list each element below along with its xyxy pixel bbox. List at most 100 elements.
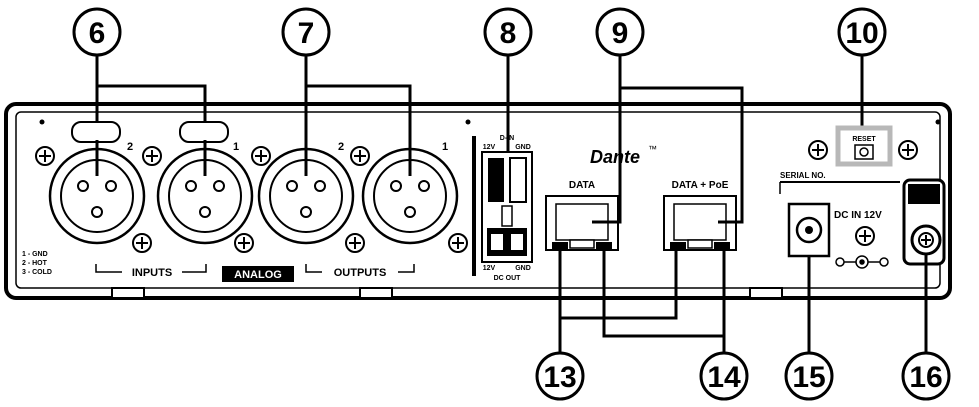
rj45-clip [687,239,713,249]
dc-in-label: DC IN 12V [834,210,882,221]
xlr-pin [286,180,298,192]
xlr-pin [77,180,89,192]
screw-icon [448,233,468,253]
analog-label: ANALOG [234,269,282,281]
xlr-pin [105,180,117,192]
data-label: DATA [569,180,595,191]
reset-area: RESET [835,125,893,167]
switch-label-top-left: 12V [483,144,496,151]
foot-left [111,287,145,299]
foot-middle [359,287,393,299]
data-port: DATA [545,180,619,251]
rj45-jack [673,203,727,241]
switch-label-bottom-left: 12V [483,265,496,272]
callout-6: 6 [72,7,122,57]
callout-10: 10 [837,7,887,57]
led-indicator [714,242,730,249]
panel-rivet [465,119,471,125]
chassis-outer [4,102,952,300]
output-1-number: 1 [442,141,448,153]
xlr-pin [199,206,211,218]
xlr-pin [213,180,225,192]
callout-10-number: 10 [845,17,878,50]
xlr-pin [418,180,430,192]
leader-14a [602,248,726,338]
callout-8: 8 [483,7,533,57]
inputs-label: INPUTS [132,267,172,279]
xlr-input-2 [48,121,146,245]
leader-9b-tip [718,196,744,224]
led-indicator [670,242,686,249]
switch-label-bottom-right: GND [515,265,531,272]
dip-switch-right [509,157,527,203]
polarity-icon [835,255,889,269]
led-indicator [552,242,568,249]
output-2-number: 2 [338,141,344,153]
xlr-pin [300,206,312,218]
xlr-pin [185,180,197,192]
terminal-slot [511,234,523,250]
xlr-pin [314,180,326,192]
data-poe-port: DATA + PoE [663,180,737,251]
clamp-top [908,184,940,204]
terminal-slot [491,234,503,250]
screw-icon [350,146,370,166]
input-1-number: 1 [233,141,239,153]
callout-14: 14 [699,351,749,401]
leader-9-tips [592,196,744,224]
callout-13-number: 13 [543,361,576,394]
callout-13: 13 [535,351,585,401]
analog-badge: ANALOG [222,266,294,282]
dante-brand: Dante [590,147,640,167]
leader-9a-tip [592,196,622,224]
callout-8-number: 8 [500,17,517,50]
callout-9-number: 9 [612,17,629,50]
leader-7b [306,84,412,176]
screw-icon [142,146,162,166]
screw-icon [808,140,828,160]
outputs-bracket [305,264,415,273]
callout-9: 9 [595,7,645,57]
screw-icon [345,233,365,253]
dante-trademark: ™ [648,144,657,154]
rj45-clip [569,239,595,249]
callout-7-number: 7 [298,17,315,50]
analog-badge-bg [222,266,294,282]
screws [35,140,918,253]
callout-6-number: 6 [89,17,106,50]
dc-switch-section: D-IN 12V GND 12V GND DC OUT [472,135,533,282]
xlr-output-2 [257,147,355,245]
switch-contact [501,205,513,227]
dante-logo: Dante ™ [590,144,657,167]
pin-legend-line: 1 - GND [22,251,48,258]
dip-switch-left [488,158,504,202]
switch-label-bottom-center: DC OUT [494,275,522,282]
panel-rivet [39,119,45,125]
foot-right [749,287,783,299]
outputs-group-label: OUTPUTS [305,264,415,279]
reset-label: RESET [852,136,876,143]
xlr-latch [71,121,121,143]
reset-button[interactable] [854,144,874,160]
leader-13a [558,248,678,320]
outputs-label: OUTPUTS [334,267,387,279]
screw-icon [132,233,152,253]
callout-15-number: 15 [792,361,825,394]
xlr-output-1 [361,147,459,245]
callout-15: 15 [784,351,834,401]
inputs-group-label: INPUTS [95,264,207,279]
input-2-number: 2 [127,141,133,153]
xlr-latch [179,121,229,143]
switch-label-top-center: D-IN [500,135,514,142]
data-poe-label: DATA + PoE [672,180,729,191]
chassis-inner [15,111,941,289]
reset-highlight-box [835,125,893,167]
pin-legend: 1 - GND 2 - HOT 3 - COLD [22,251,52,276]
xlr-pin [390,180,402,192]
callout-7: 7 [281,7,331,57]
screw-icon [855,226,875,246]
leader-tips [95,140,412,176]
panel-rivet [935,119,941,125]
callout-16-number: 16 [909,361,942,394]
